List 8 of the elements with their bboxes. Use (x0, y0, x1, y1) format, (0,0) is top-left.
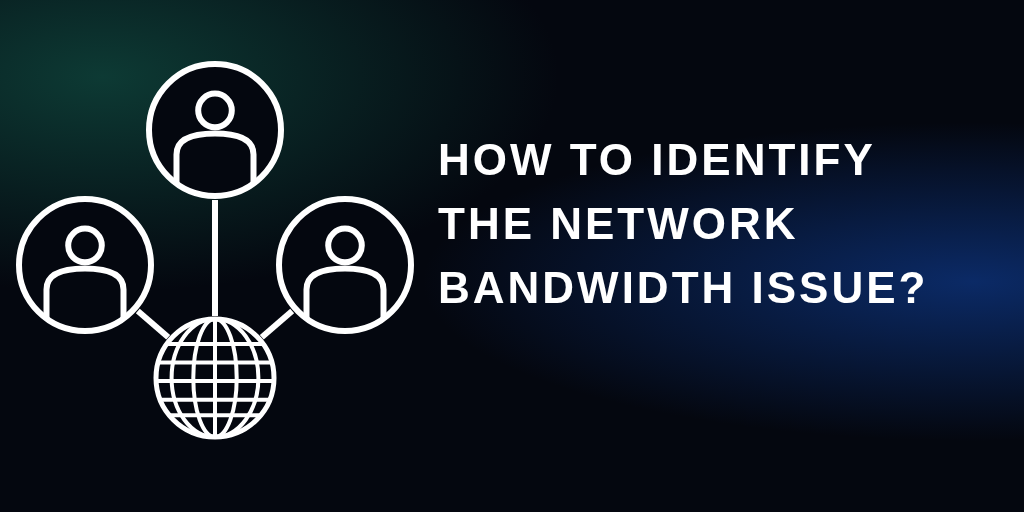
connector-line (212, 200, 218, 316)
person-icon (15, 195, 155, 335)
person-icon (145, 60, 285, 200)
connector-line (259, 308, 295, 340)
connector-line (135, 308, 171, 340)
globe-icon (153, 316, 277, 440)
person-icon (275, 195, 415, 335)
title: HOW TO IDENTIFY THE NETWORK BANDWIDTH ISSUE? (438, 134, 930, 314)
